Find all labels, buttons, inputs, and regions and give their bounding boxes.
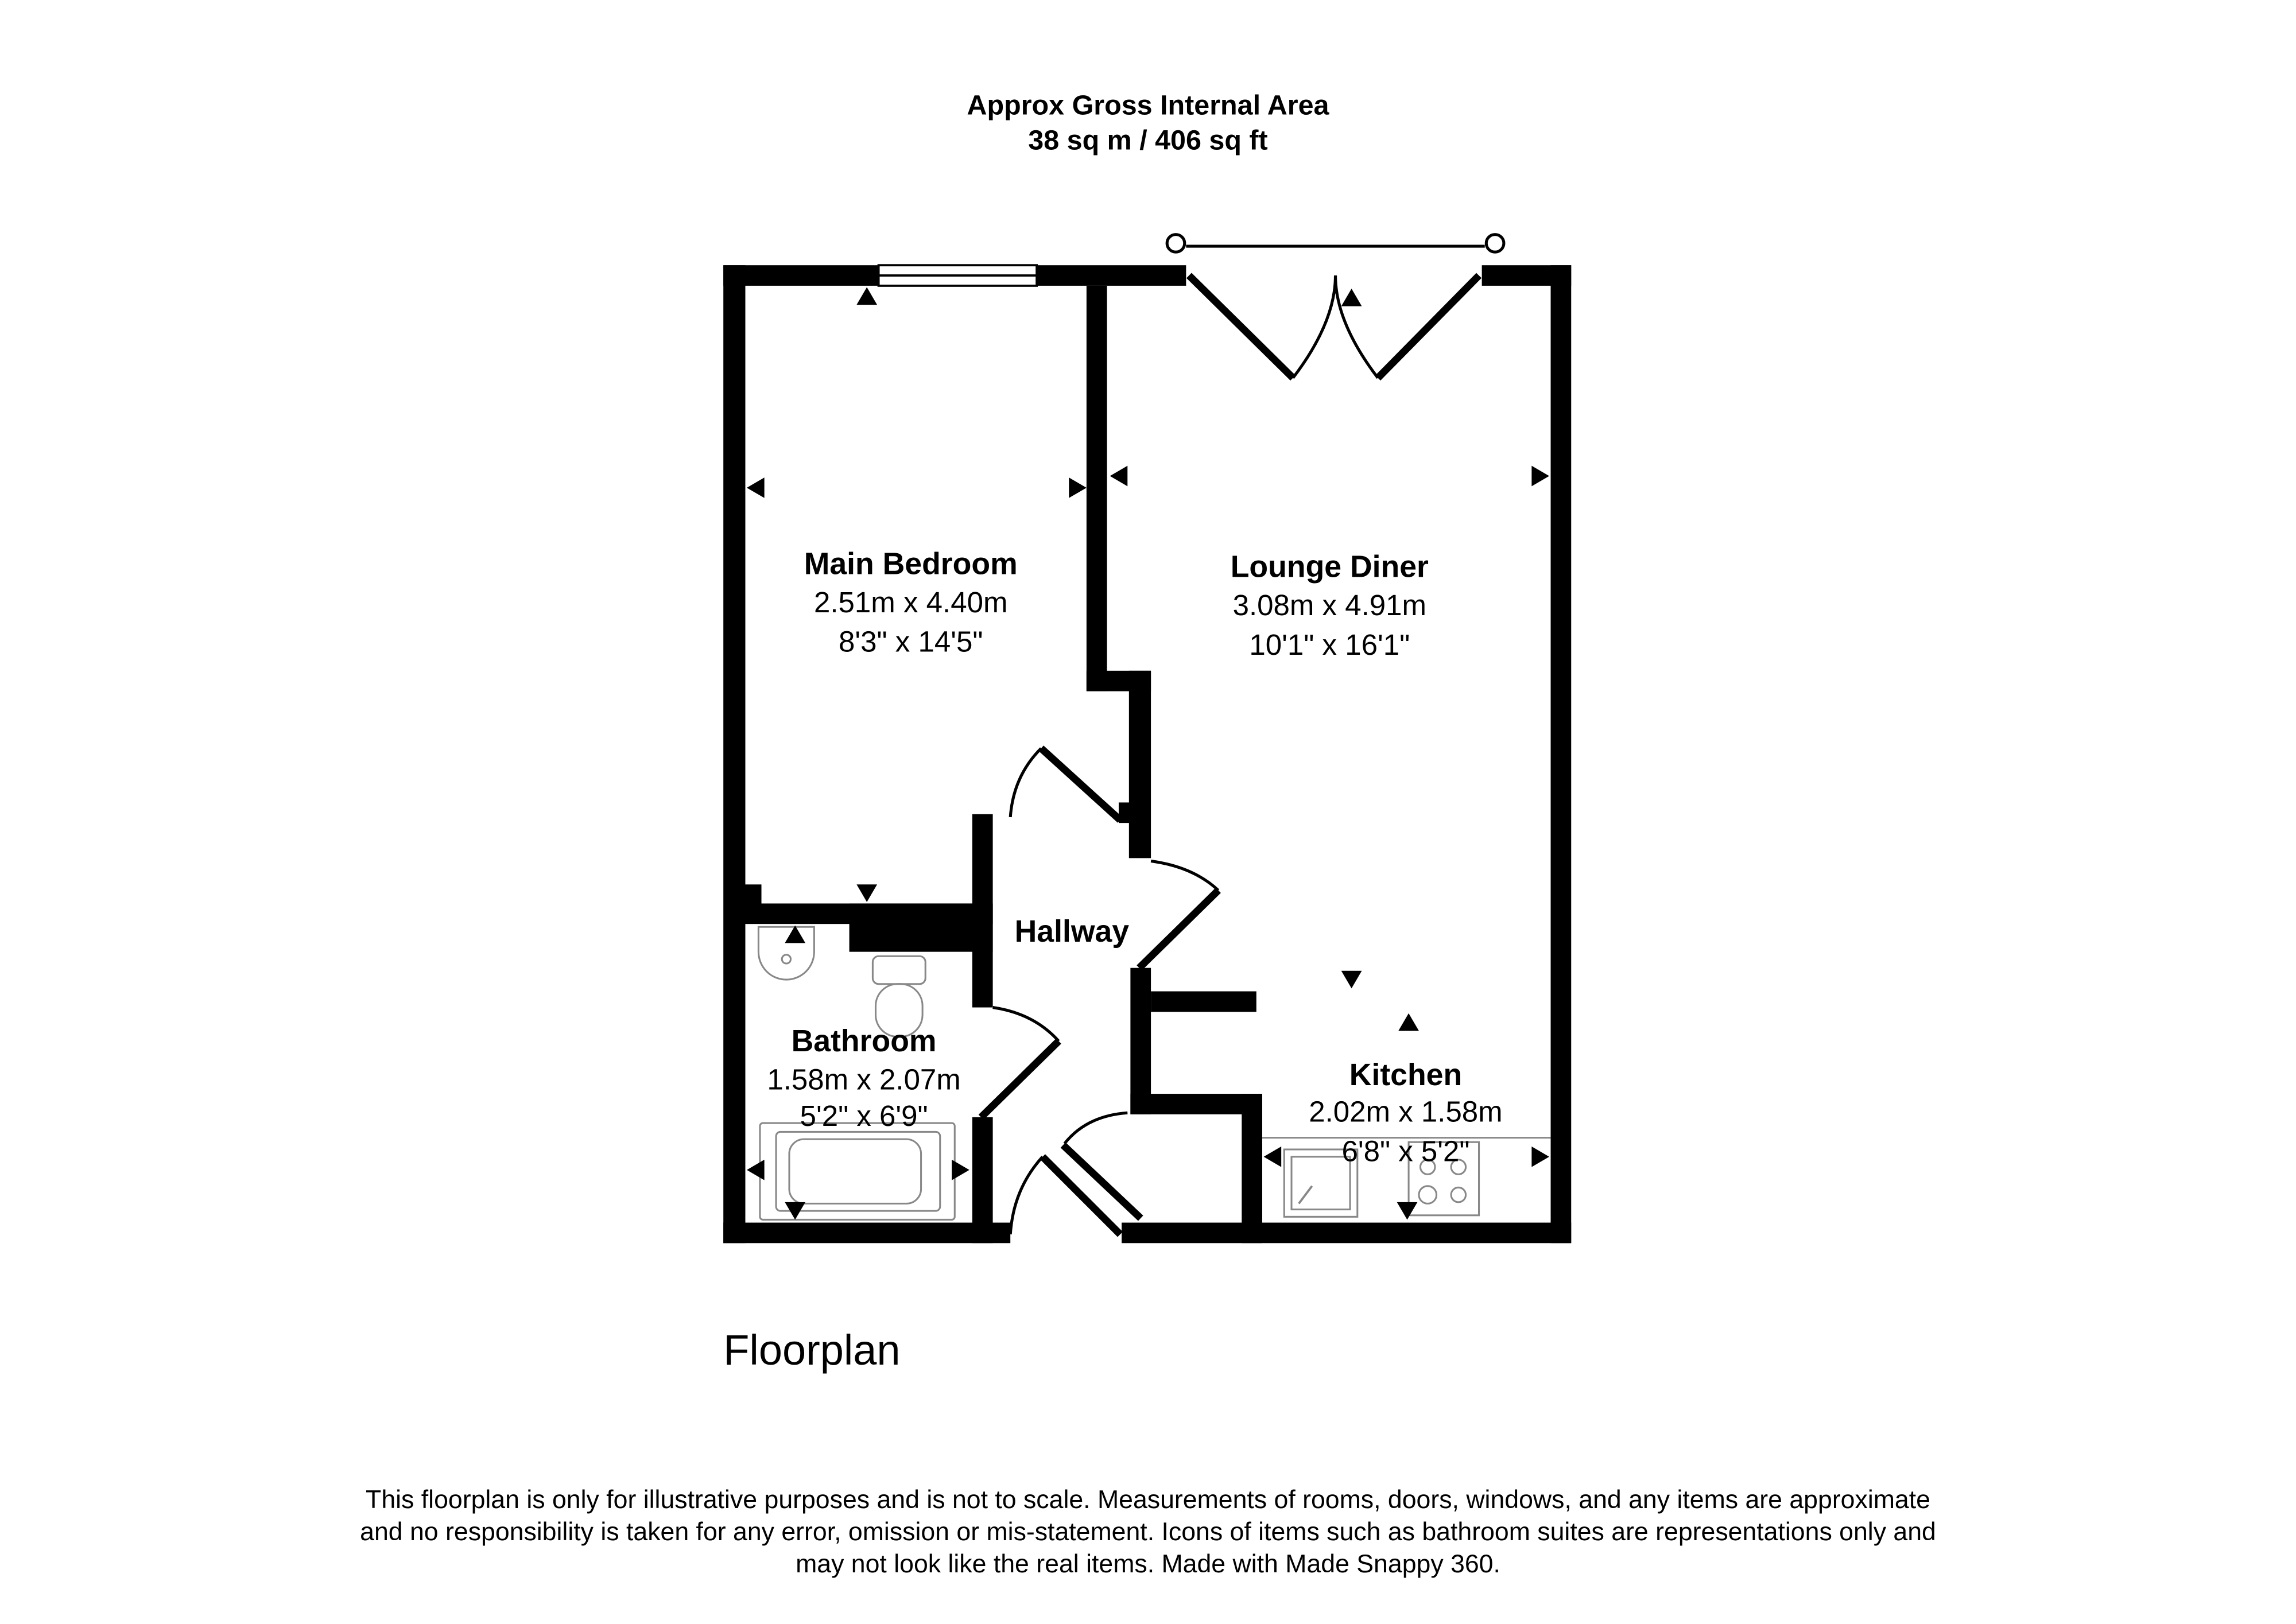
arrow-right-icon [952,1159,969,1180]
room-name-hallway: Hallway [1015,915,1130,949]
disclaimer-line-3: may not look like the real items. Made w… [796,1550,1500,1578]
arrow-down-icon [1397,1202,1418,1220]
room-imperial-bedroom: 8'3" x 14'5" [839,625,983,658]
room-name-bedroom: Main Bedroom [804,547,1018,581]
arrow-down-icon [785,1202,806,1220]
walls [723,265,1572,1244]
arrow-left-icon [1263,1146,1282,1167]
room-name-bathroom: Bathroom [792,1024,937,1058]
curtain-finial-icon [1165,233,1186,254]
arrow-right-icon [1531,465,1549,487]
lounge-door [1137,859,1221,971]
measurement-arrows [747,287,1549,1220]
kitchen-sink-icon [1283,1148,1359,1218]
disclaimer-line-1: This floorplan is only for illustrative … [366,1486,1930,1514]
arrow-left-icon [747,477,765,498]
french-doors [1165,233,1506,381]
room-imperial-bathroom: 5'2" x 6'9" [800,1099,928,1132]
room-name-kitchen: Kitchen [1349,1058,1462,1092]
basin-icon [757,926,815,981]
room-imperial-kitchen: 6'8" x 5'2" [1341,1135,1469,1167]
window [877,264,1038,287]
hob-icon [1407,1141,1480,1217]
bath-tub-icon [759,1122,956,1221]
disclaimer-line-2: and no responsibility is taken for any e… [360,1518,1936,1546]
bedroom-door [1009,745,1123,823]
area-value: 38 sq m / 406 sq ft [1028,125,1267,156]
arrow-right-icon [1531,1146,1549,1167]
arrow-left-icon [747,1159,765,1180]
arrow-up-icon [785,925,806,943]
arrow-down-icon [1341,970,1362,989]
curtain-finial-icon [1484,233,1506,254]
room-metric-lounge: 3.08m x 4.91m [1233,589,1426,621]
toilet-icon [871,955,926,1038]
arrow-up-icon [1398,1013,1419,1031]
arrow-up-icon [1341,289,1362,306]
arrow-right-icon [1069,477,1087,498]
room-name-lounge: Lounge Diner [1231,550,1429,584]
bathroom-door [978,1006,1061,1120]
floor-label: Floorplan [723,1326,900,1374]
room-imperial-lounge: 10'1" x 16'1" [1249,628,1410,661]
arrow-up-icon [856,287,878,305]
room-metric-kitchen: 2.02m x 1.58m [1309,1095,1502,1128]
area-title: Approx Gross Internal Area [967,90,1330,121]
room-metric-bedroom: 2.51m x 4.40m [814,586,1007,619]
front-door [1009,1111,1143,1237]
arrow-left-icon [1110,465,1128,487]
arrow-down-icon [856,884,878,902]
room-metric-bathroom: 1.58m x 2.07m [767,1063,960,1095]
